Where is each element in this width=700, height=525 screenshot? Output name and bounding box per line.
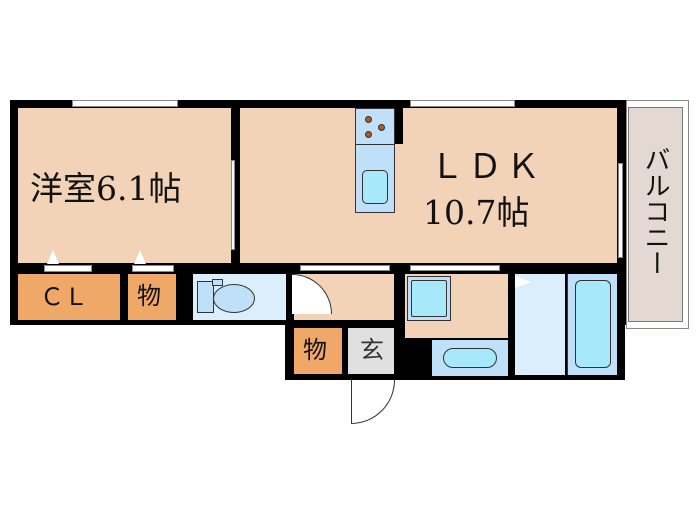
kitchen-wall (395, 108, 403, 144)
bathtub (567, 274, 617, 375)
storage-2-label: 物 (303, 336, 327, 364)
bathtub-basin-icon (575, 280, 611, 368)
burner-icon (365, 131, 372, 138)
window-western-top (72, 100, 178, 107)
bathroom-door-arrow (515, 276, 531, 288)
kitchen-sink-counter (355, 144, 395, 213)
toilet-bowl-icon (213, 284, 255, 313)
washing-machine-icon (407, 276, 451, 321)
closet-door-arrow (47, 250, 59, 264)
storage-2: 物 (294, 328, 342, 374)
sink-icon (362, 170, 388, 204)
kitchen-stove (355, 108, 395, 145)
entrance-label: 玄 (360, 336, 384, 364)
storage-1-door-arrow (134, 250, 146, 264)
storage-1: 物 (128, 274, 176, 320)
balcony: バルコニー (628, 107, 683, 322)
closet: ＣＬ (18, 274, 120, 320)
ldk-label: ＬＤＫ (430, 147, 544, 187)
western-room: 洋室6.1帖 (18, 108, 231, 263)
toilet-lid-icon (212, 279, 223, 286)
closet-label: ＣＬ (40, 283, 88, 311)
wash-basin (432, 340, 508, 376)
closet-door (44, 265, 92, 272)
washroom-wall (402, 338, 432, 376)
sliding-door-washroom (410, 265, 500, 271)
balcony-label: バルコニー (640, 146, 670, 276)
basin-icon (443, 348, 497, 368)
sliding-door-western-ldk (231, 160, 235, 250)
burner-icon (365, 116, 372, 123)
sliding-door-hall (300, 265, 390, 271)
ldk-room: ＬＤＫ 10.7帖 (240, 108, 617, 263)
storage-1-door (132, 265, 174, 272)
window-ldk-top (410, 100, 515, 107)
window-ldk-balcony (618, 163, 623, 258)
entrance: 玄 (348, 328, 394, 374)
bathroom-floor (515, 274, 565, 375)
storage-1-label: 物 (137, 282, 161, 310)
entrance-door (351, 380, 395, 424)
ldk-size-label: 10.7帖 (423, 193, 530, 232)
toilet-room (193, 274, 286, 320)
burner-icon (378, 124, 385, 131)
western-room-label: 洋室6.1帖 (30, 169, 182, 208)
